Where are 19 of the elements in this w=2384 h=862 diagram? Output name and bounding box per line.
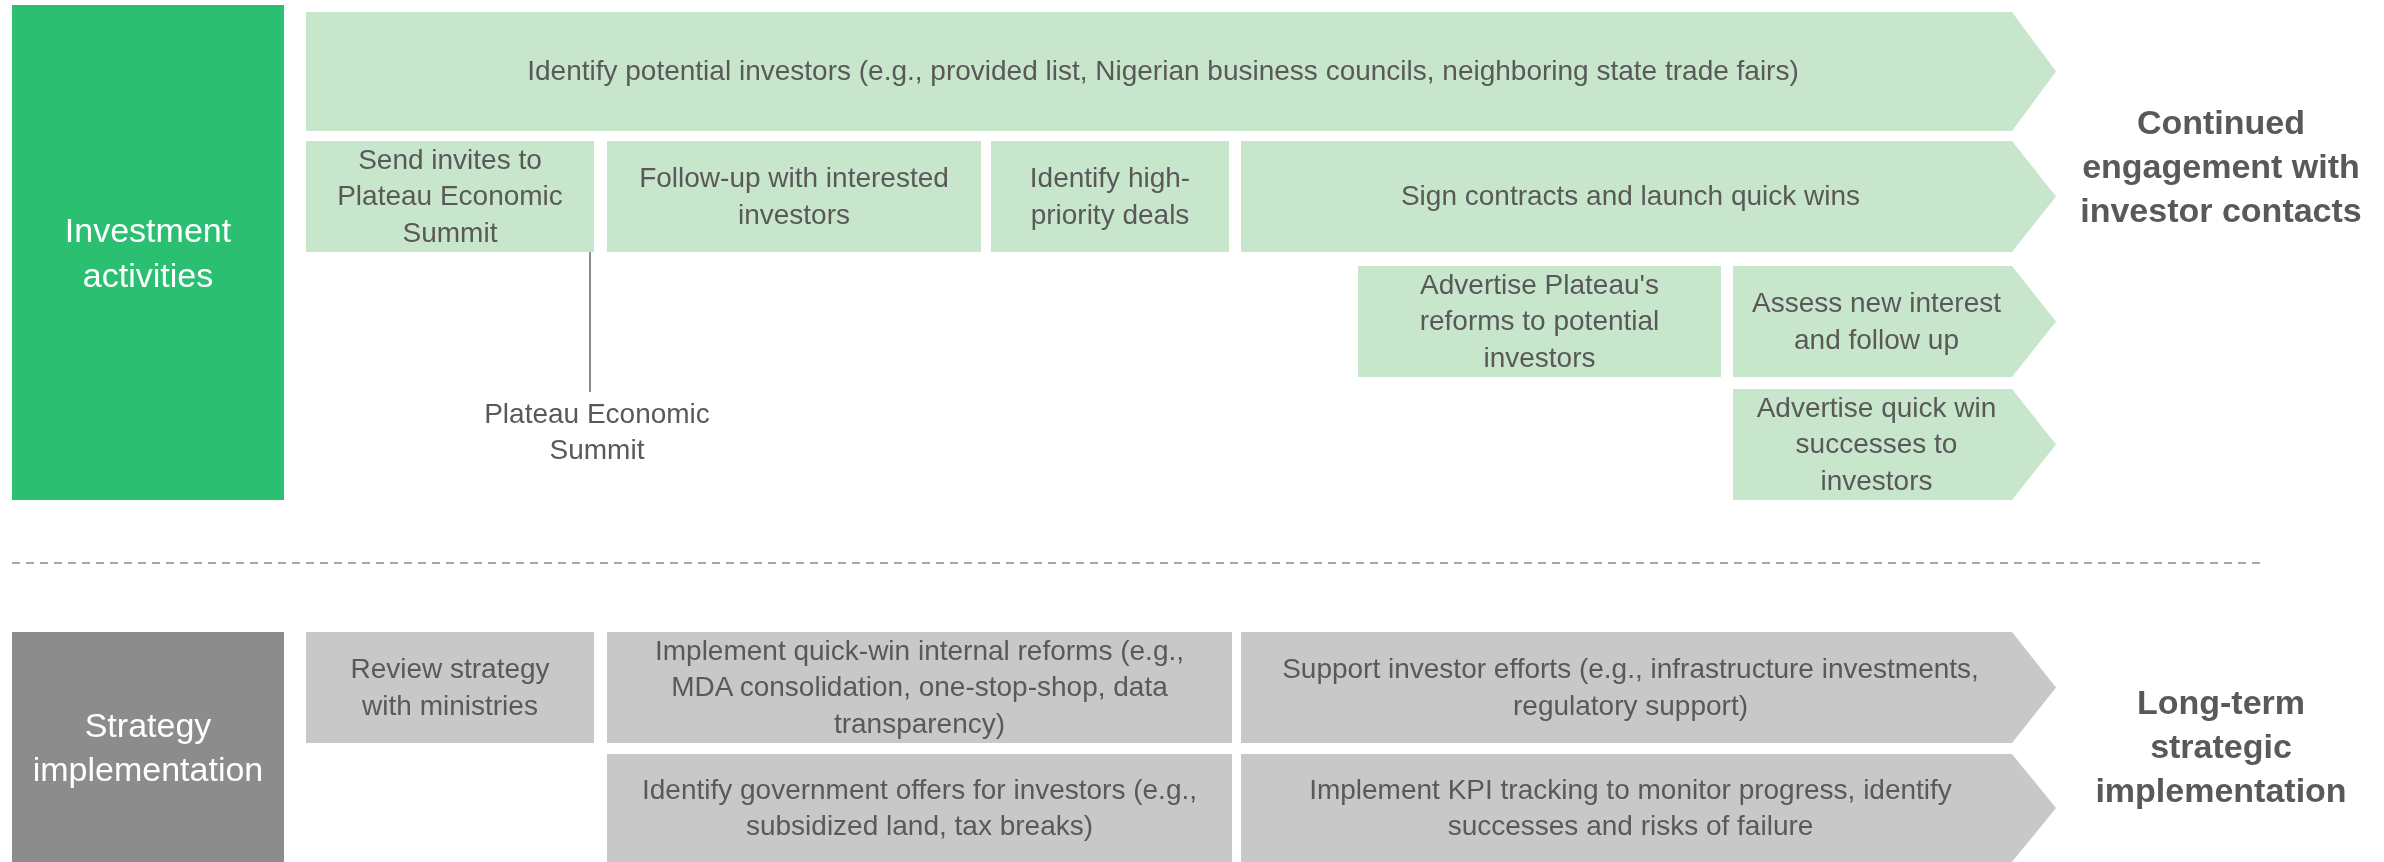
activity-bar: Advertise quick win successes to investors [1733, 389, 2056, 500]
milestone-label: Plateau Economic Summit [452, 392, 742, 472]
activity-bar: Follow-up with interested investors [607, 141, 981, 252]
activity-bar: Identify high-priority deals [991, 141, 1229, 252]
activity-bar: Identify government offers for investors (e.g., subsidized land, tax breaks) [607, 754, 1232, 862]
outcome-label: Continued engagement with investor contacts [2079, 102, 2363, 232]
category-band: Investment activities [12, 5, 284, 500]
activity-bar: Implement KPI tracking to monitor progress, identify successes and risks of failure [1241, 754, 2056, 862]
activity-bar: Advertise Plateau's reforms to potential investors [1358, 266, 1721, 377]
activity-bar: Sign contracts and launch quick wins [1241, 141, 2056, 252]
activity-bar: Support investor efforts (e.g., infrastructure investments, regulatory support) [1241, 632, 2056, 743]
activity-bar: Identify potential investors (e.g., provided list, Nigerian business councils, neighboring state trade fairs) [306, 12, 2056, 131]
category-band: Strategy implementation [12, 632, 284, 862]
activity-bar: Review strategy with ministries [306, 632, 594, 743]
outcome-label: Long-term strategic implementation [2094, 682, 2348, 812]
activity-bar: Implement quick-win internal reforms (e.g., MDA consolidation, one-stop-shop, data transparency) [607, 632, 1232, 743]
activity-bar: Assess new interest and follow up [1733, 266, 2056, 377]
leader-line [589, 251, 591, 393]
activity-bar: Send invites to Plateau Economic Summit [306, 141, 594, 252]
